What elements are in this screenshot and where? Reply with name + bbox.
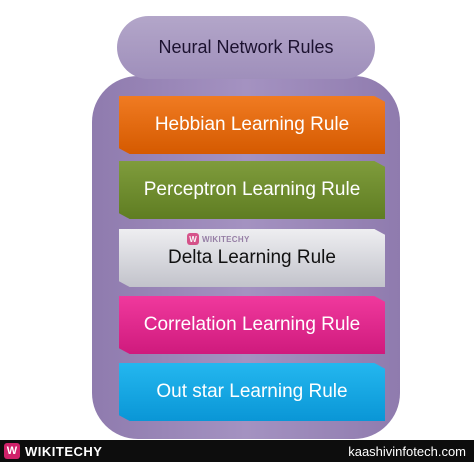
rule-box-delta: Delta Learning Rule (119, 229, 385, 287)
rule-label-perceptron: Perceptron Learning Rule (143, 179, 361, 200)
watermark: W WIKITECHY (187, 233, 250, 245)
rule-label-hebbian: Hebbian Learning Rule (154, 114, 350, 135)
watermark-text: WIKITECHY (202, 234, 250, 244)
footer-brand[interactable]: W WIKITECHY (4, 443, 102, 459)
rule-label-outstar: Out star Learning Rule (156, 381, 348, 402)
footer-bar: W WIKITECHY kaashivinfotech.com (0, 440, 474, 462)
rule-box-outstar: Out star Learning Rule (119, 363, 385, 421)
rule-label-delta: Delta Learning Rule (168, 247, 336, 268)
footer-site-link[interactable]: kaashivinfotech.com (348, 443, 466, 459)
rule-box-correlation: Correlation Learning Rule (119, 296, 385, 354)
wikitechy-logo-icon: W (4, 443, 20, 459)
rule-label-correlation: Correlation Learning Rule (143, 314, 361, 335)
wikitechy-logo-icon: W (187, 233, 199, 245)
diagram-title: Neural Network Rules (158, 37, 334, 57)
footer-brand-name: WIKITECHY (25, 443, 103, 459)
rule-box-hebbian: Hebbian Learning Rule (119, 96, 385, 154)
rule-box-perceptron: Perceptron Learning Rule (119, 161, 385, 219)
diagram-title-pill: Neural Network Rules (117, 16, 375, 79)
